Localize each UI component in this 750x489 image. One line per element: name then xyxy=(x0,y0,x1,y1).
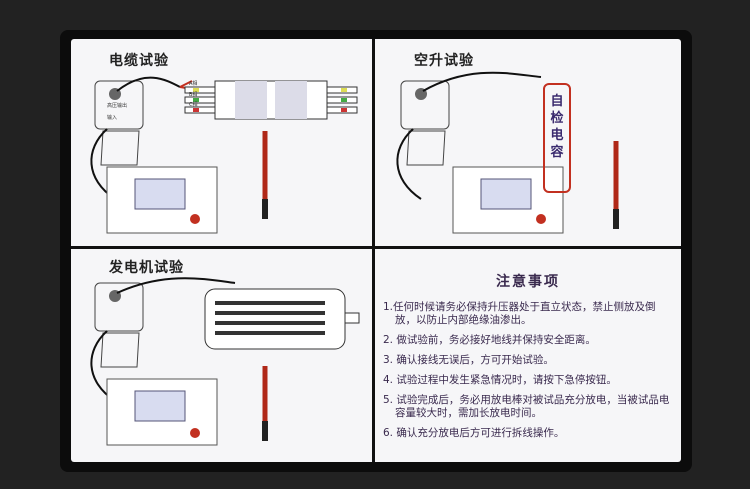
svg-text:高压输出: 高压输出 xyxy=(107,102,127,109)
generator-test-title: 发电机试验 xyxy=(109,260,184,276)
note-item: 5. 试验完成后，务必用放电棒对被试品充分放电，当被试品电容量较大时，需加长放电… xyxy=(383,394,670,419)
svg-text:A相: A相 xyxy=(189,80,197,87)
transformer-icon xyxy=(94,80,144,130)
air-test-diagram xyxy=(396,71,619,234)
note-item: 4. 试验过程中发生紧急情况时，请按下急停按钮。 xyxy=(383,374,617,386)
note-item: 3. 确认接线无误后，方可开始试验。 xyxy=(383,354,554,366)
svg-text:B相: B相 xyxy=(189,91,197,98)
precautions: 注意事项 1.任何时候请务必保持升压器处于直立状态，禁止侧放及倒放，以防止内部绝… xyxy=(383,271,673,447)
precautions-title: 注意事项 xyxy=(496,274,560,290)
self-test-capacitor: 自检电容 xyxy=(543,83,571,193)
note-item: 2. 做试验前，务必接好地线并保持安全距离。 xyxy=(383,334,596,346)
note-item: 6. 确认充分放电后方可进行拆线操作。 xyxy=(383,427,565,439)
generator-test-diagram xyxy=(90,277,360,446)
divider-vertical xyxy=(372,39,375,462)
instruction-panel: 电缆试验 空升试验 发电机试验 高压输出 输入 A相 B相 C相 xyxy=(71,39,681,462)
cable-test-diagram: 高压输出 输入 A相 B相 C相 xyxy=(90,76,358,234)
divider-horizontal xyxy=(71,246,681,249)
svg-text:输入: 输入 xyxy=(107,114,117,121)
note-item: 1.任何时候请务必保持升压器处于直立状态，禁止侧放及倒放，以防止内部绝缘油渗出。 xyxy=(383,301,656,326)
air-test-title: 空升试验 xyxy=(414,53,474,69)
cable-test-title: 电缆试验 xyxy=(109,53,169,69)
svg-text:C相: C相 xyxy=(189,101,198,108)
generator-icon xyxy=(204,288,346,350)
